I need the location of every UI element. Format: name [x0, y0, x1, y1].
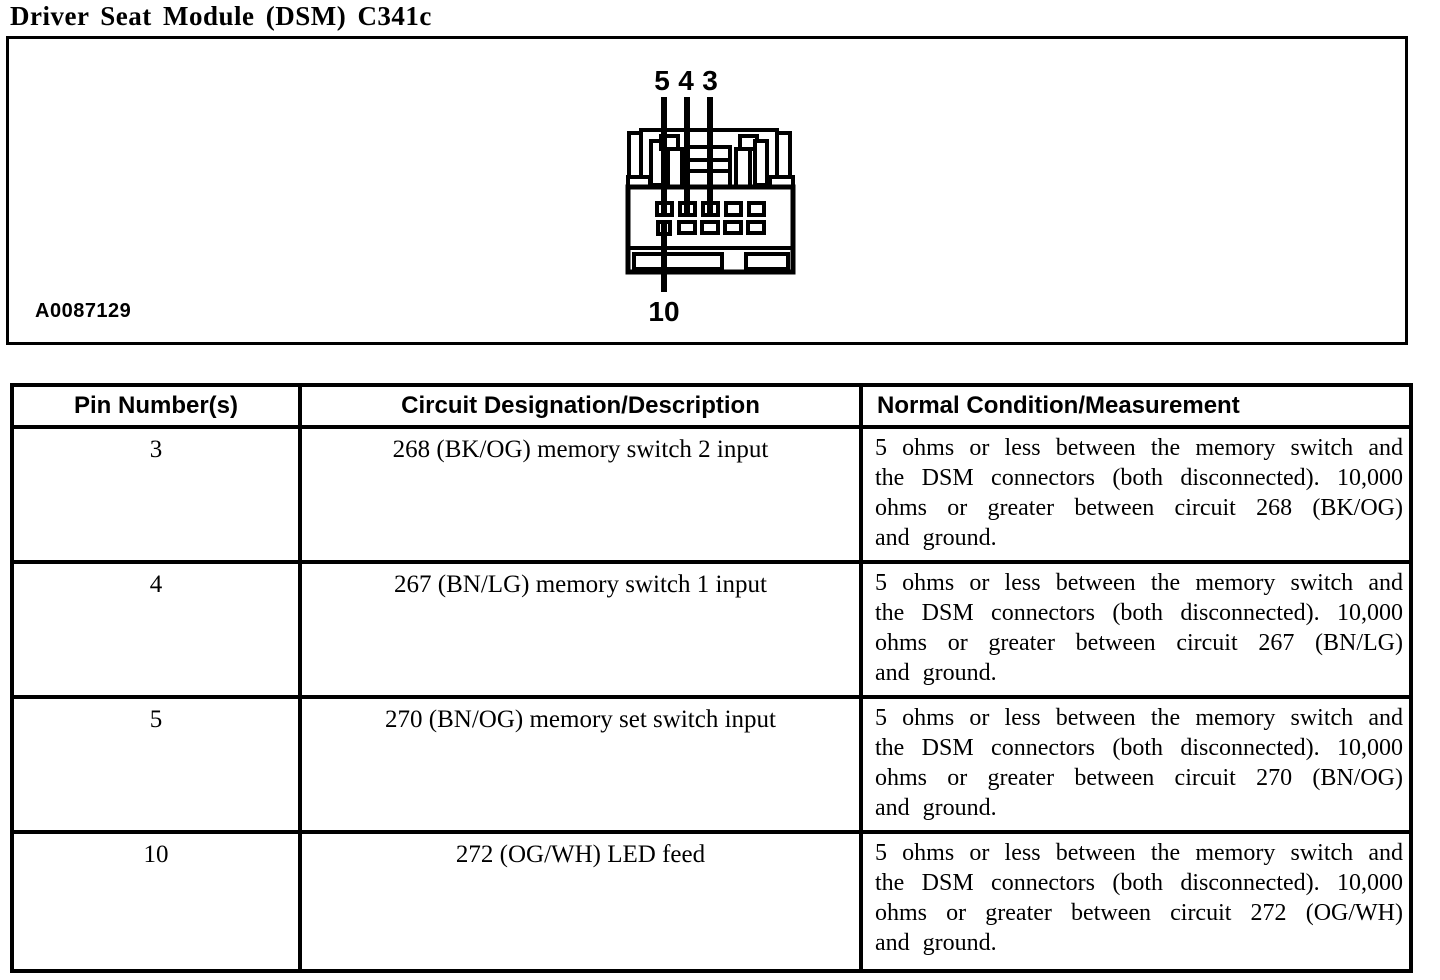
circuit-cell: 270 (BN/OG) memory set switch input	[298, 695, 863, 834]
pin-cell: 4	[10, 560, 302, 699]
measurement-cell: 5 ohms or less between the memory switch…	[859, 695, 1413, 834]
pin-table: Pin Number(s) Circuit Designation/Descri…	[10, 383, 1413, 973]
pin-callout-3: 3	[702, 65, 718, 96]
table-row: 3 268 (BK/OG) memory switch 2 input 5 oh…	[10, 425, 1413, 564]
table-row: 10 272 (OG/WH) LED feed 5 ohms or less b…	[10, 830, 1413, 973]
figure-id-label: A0087129	[35, 300, 132, 322]
measurement-cell: 5 ohms or less between the memory switch…	[859, 830, 1413, 973]
circuit-cell: 268 (BK/OG) memory switch 2 input	[298, 425, 863, 564]
pin-cell: 5	[10, 695, 302, 834]
circuit-cell: 267 (BN/LG) memory switch 1 input	[298, 560, 863, 699]
col-header-measurement: Normal Condition/Measurement	[859, 383, 1413, 429]
table-row: 5 270 (BN/OG) memory set switch input 5 …	[10, 695, 1413, 834]
connector-figure: 5 4 3 10 A0087129	[6, 36, 1408, 345]
table-header-row: Pin Number(s) Circuit Designation/Descri…	[10, 383, 1413, 429]
callout-leader-lines	[661, 97, 713, 292]
pin-callout-4: 4	[678, 65, 694, 96]
col-header-circuit: Circuit Designation/Description	[298, 383, 863, 429]
pin-callout-10: 10	[648, 296, 679, 327]
page-title: Driver Seat Module (DSM) C341c	[10, 1, 432, 31]
connector-diagram: 5 4 3 10	[625, 65, 796, 327]
pin-callout-5: 5	[654, 65, 670, 96]
pin-cell: 3	[10, 425, 302, 564]
table-row: 4 267 (BN/LG) memory switch 1 input 5 oh…	[10, 560, 1413, 699]
pin-cell: 10	[10, 830, 302, 973]
measurement-cell: 5 ohms or less between the memory switch…	[859, 425, 1413, 564]
circuit-cell: 272 (OG/WH) LED feed	[298, 830, 863, 973]
col-header-pin: Pin Number(s)	[10, 383, 302, 429]
measurement-cell: 5 ohms or less between the memory switch…	[859, 560, 1413, 699]
